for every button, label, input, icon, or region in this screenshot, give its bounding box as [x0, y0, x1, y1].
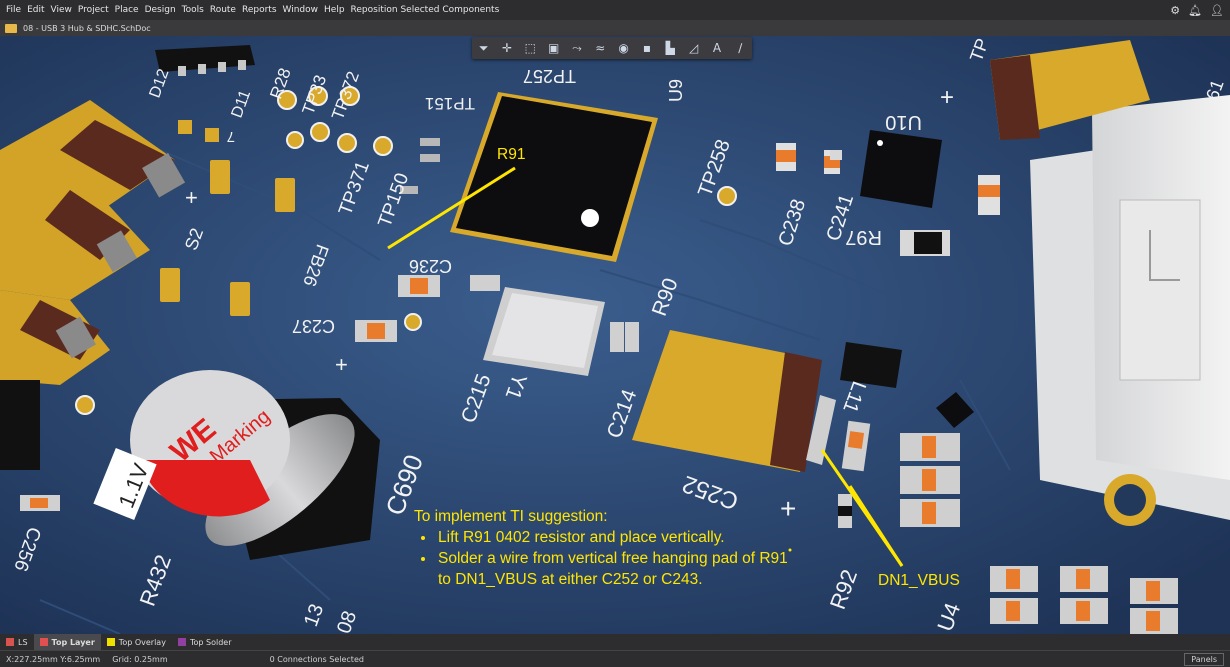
usb-connector [1030, 95, 1230, 526]
menu-bar: File Edit View Project Place Design Tool… [0, 0, 1230, 20]
label-u10: U10 [885, 111, 922, 133]
diode-small [936, 392, 974, 428]
label-c236: C236 [409, 256, 452, 276]
layer-label: Top Overlay [118, 637, 166, 647]
menu-edit[interactable]: Edit [27, 5, 45, 15]
layer-label: Top Solder [189, 637, 232, 647]
label-n7: 7 [227, 128, 235, 145]
label-r97: R97 [845, 226, 882, 248]
label-plus-top-right: + [940, 84, 954, 111]
callout-r91: R91 [497, 146, 526, 163]
menu-place[interactable]: Place [114, 5, 139, 15]
l11-inductor [838, 342, 902, 528]
pcb-active-bar: ⏷ ✛ ⬚ ▣ ⤳ ≈ ◉ ▪ ▙ ◿ A ∕ [472, 37, 752, 59]
status-grid: Grid: 0.25mm [112, 654, 168, 664]
filter-icon[interactable]: ⏷ [478, 40, 489, 55]
component-icon[interactable]: ▣ [547, 41, 560, 55]
annotation-bullet: Solder a wire from vertical free hanging… [436, 548, 794, 590]
annotation-bullet: Lift R91 0402 resistor and place vertica… [436, 527, 794, 548]
status-bar: X:227.25mm Y:6.25mm Grid: 0.25mm 0 Conne… [0, 650, 1230, 667]
diff-route-icon[interactable]: ≈ [595, 41, 606, 55]
via-icon[interactable]: ◉ [618, 41, 629, 55]
right-cap-grid [900, 433, 1178, 634]
document-tab[interactable]: 08 - USB 3 Hub & SDHC.SchDoc [23, 23, 151, 33]
label-u9: U9 [666, 79, 686, 102]
layer-swatch [106, 638, 115, 646]
folder-icon [5, 23, 17, 33]
u9-qfn-chip [450, 92, 658, 262]
menu-project[interactable]: Project [77, 5, 109, 15]
voltage-label-plate [93, 447, 157, 521]
test-point-group [75, 86, 737, 415]
y1-crystal [483, 287, 605, 376]
tantalum-cap-left-1 [0, 100, 186, 215]
panels-button[interactable]: Panels [1184, 653, 1224, 666]
layer-tab-top-solder[interactable]: Top Solder [172, 634, 238, 650]
tantalum-cap-left-3 [0, 290, 110, 385]
menu-reports[interactable]: Reports [241, 5, 277, 15]
label-plus-left: + [185, 185, 198, 210]
annotation-lines [387, 166, 904, 567]
label-tp151: TP151 [425, 94, 475, 113]
gear-icon[interactable]: ⚙ [1170, 3, 1181, 17]
layer-label: LS [18, 637, 28, 647]
label-plus-mid: + [335, 352, 348, 377]
menu-window[interactable]: Window [282, 5, 319, 15]
menu-route[interactable]: Route [209, 5, 236, 15]
pcb-3d-canvas[interactable]: TP257 U9 TP151 TP258 C238 C241 R97 U10 T… [0, 36, 1230, 634]
menu-view[interactable]: View [50, 5, 72, 15]
user-icon[interactable]: 👤︎ [1210, 3, 1224, 17]
label-tp257: TP257 [523, 66, 576, 86]
c690-electrolytic-cap [130, 370, 380, 560]
bell-icon[interactable]: 🔔︎ [1188, 3, 1203, 17]
label-plus-c252: + [780, 493, 796, 524]
trace-group [39, 149, 1011, 634]
header-connector [155, 45, 255, 76]
callout-dn1-vbus: DN1_VBUS [878, 572, 960, 589]
layer-label: Top Layer [51, 637, 95, 647]
c252-tantalum-cap [632, 330, 836, 472]
menu-reposition-selected-components[interactable]: Reposition Selected Components [350, 5, 500, 15]
status-connections: 0 Connections Selected [269, 654, 364, 664]
layer-tab-bar: LS Top Layer Top Overlay Top Solder [0, 634, 1230, 650]
menu-design[interactable]: Design [144, 5, 176, 15]
text-icon[interactable]: A [712, 41, 722, 55]
menu-tools[interactable]: Tools [181, 5, 204, 15]
status-coordinates: X:227.25mm Y:6.25mm [6, 654, 101, 664]
pad-icon[interactable]: ▪ [642, 41, 652, 55]
u10-chip [860, 130, 942, 208]
annotation-note: To implement TI suggestion: Lift R91 040… [414, 506, 794, 590]
layer-tab-ls[interactable]: LS [0, 634, 34, 650]
select-rect-icon[interactable]: ⬚ [524, 41, 536, 55]
tantalum-cap-top-right [990, 40, 1150, 140]
annotation-dot [788, 548, 792, 552]
fill-icon[interactable]: ▙ [665, 41, 675, 55]
layer-tab-top-overlay[interactable]: Top Overlay [101, 634, 172, 650]
line-icon[interactable]: ∕ [738, 41, 743, 55]
polygon-icon[interactable]: ◿ [688, 41, 699, 55]
layer-tab-top-layer[interactable]: Top Layer [33, 634, 101, 650]
tantalum-cap-left-2 [0, 185, 150, 300]
small-pad-group [0, 120, 1000, 511]
layer-swatch [6, 638, 14, 646]
label-c237: C237 [292, 316, 335, 336]
route-icon[interactable]: ⤳ [572, 40, 582, 55]
menu-file[interactable]: File [6, 5, 22, 15]
layer-swatch [39, 638, 48, 646]
layer-swatch [177, 638, 186, 646]
document-tab-bar: 08 - USB 3 Hub & SDHC.SchDoc [0, 20, 1230, 36]
annotation-heading: To implement TI suggestion: [414, 508, 608, 525]
menu-help[interactable]: Help [324, 5, 345, 15]
cross-icon[interactable]: ✛ [501, 41, 513, 55]
